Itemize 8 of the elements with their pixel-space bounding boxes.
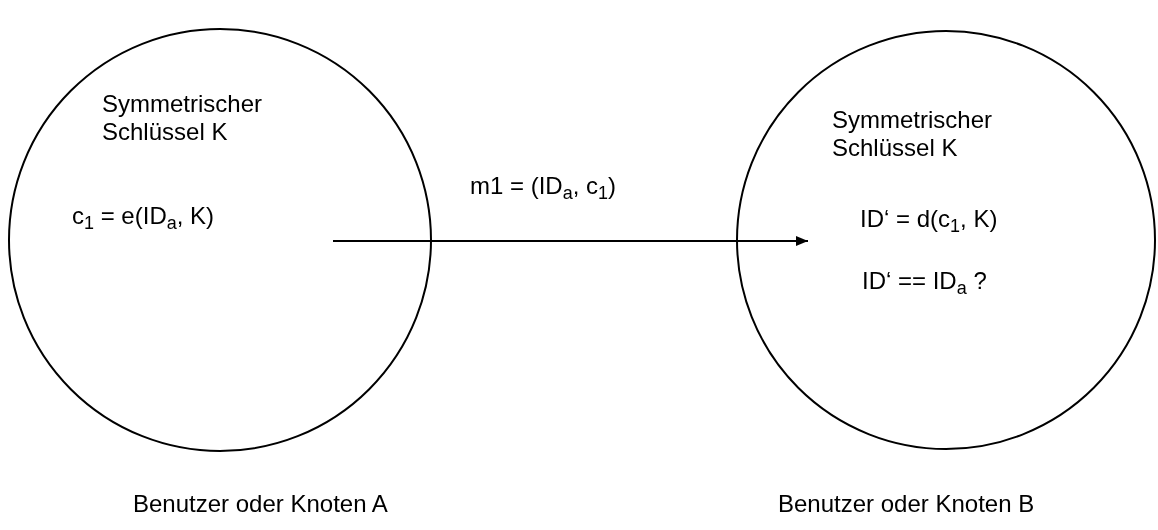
node-caption: Benutzer oder Knoten A — [133, 490, 388, 518]
node-caption: Benutzer oder Knoten B — [778, 490, 1035, 518]
formula-text: c$_{1}$ = e(ID$_{a}$, K) — [72, 202, 216, 230]
node-heading: Symmetrischer Schlüssel K — [102, 90, 264, 146]
arrow — [332, 236, 809, 246]
formula-text: ID‘ == ID$_{a}$ ? — [862, 267, 988, 295]
formula-text: ID‘ = d(c$_{1}$, K) — [860, 205, 999, 233]
node-heading: Symmetrischer Schlüssel K — [832, 106, 994, 162]
